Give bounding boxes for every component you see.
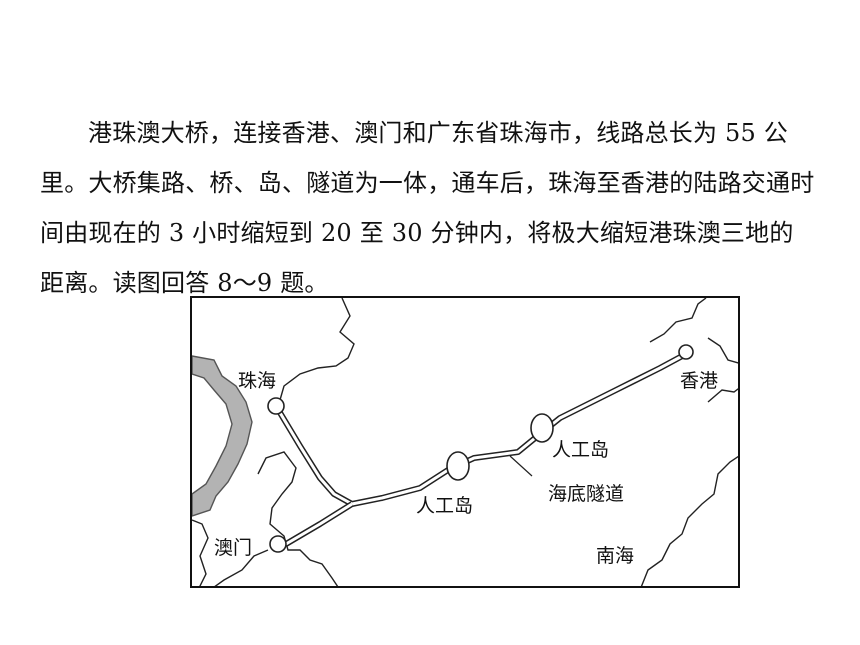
label-tunnel: 海底隧道 xyxy=(548,483,624,505)
label-south-sea: 南海 xyxy=(596,545,634,567)
macau-city-marker xyxy=(269,535,287,553)
question-passage: 港珠澳大桥，连接香港、澳门和广东省珠海市，线路总长为 55 公 里。大桥集路、桥… xyxy=(40,108,840,308)
bridge-map-drawing: 珠海 香港 澳门 人工岛 人工岛 海底隧道 南海 xyxy=(192,298,738,586)
passage-line-1: 港珠澳大桥，连接香港、澳门和广东省珠海市，线路总长为 55 公 xyxy=(88,119,788,147)
river-shape xyxy=(192,355,253,517)
passage-line-4: 距离。读图回答 8～9 题。 xyxy=(40,269,329,297)
label-hongkong: 香港 xyxy=(680,370,718,392)
label-zhuhai: 珠海 xyxy=(238,370,276,392)
artificial-island-east xyxy=(530,413,554,443)
label-macau: 澳门 xyxy=(214,537,252,559)
coastline-zhuhai xyxy=(279,298,355,401)
hongkong-city-marker xyxy=(678,344,694,360)
artificial-island-west xyxy=(446,451,470,481)
coastline-hongkong-east xyxy=(707,337,738,364)
coastline-macau xyxy=(257,451,339,586)
coastline-far-west xyxy=(192,519,209,586)
coastline-hongkong xyxy=(640,455,738,586)
zhuhai-city-marker xyxy=(267,397,285,415)
passage-line-2: 里。大桥集路、桥、岛、隧道为一体，通车后，珠海至香港的陆路交通时 xyxy=(40,169,815,197)
coastline-hongkong-north xyxy=(649,298,707,343)
label-island-east: 人工岛 xyxy=(552,439,609,461)
passage-line-3: 间由现在的 3 小时缩短到 20 至 30 分钟内，将极大缩短港珠澳三地的 xyxy=(40,219,794,247)
bridge-map: 珠海 香港 澳门 人工岛 人工岛 海底隧道 南海 xyxy=(190,296,740,588)
bridge-route xyxy=(273,351,688,547)
coastline-hongkong-cape xyxy=(707,388,738,403)
coastline-macau-south xyxy=(214,549,269,586)
label-island-west: 人工岛 xyxy=(416,495,473,517)
tunnel-pointer xyxy=(509,455,533,477)
